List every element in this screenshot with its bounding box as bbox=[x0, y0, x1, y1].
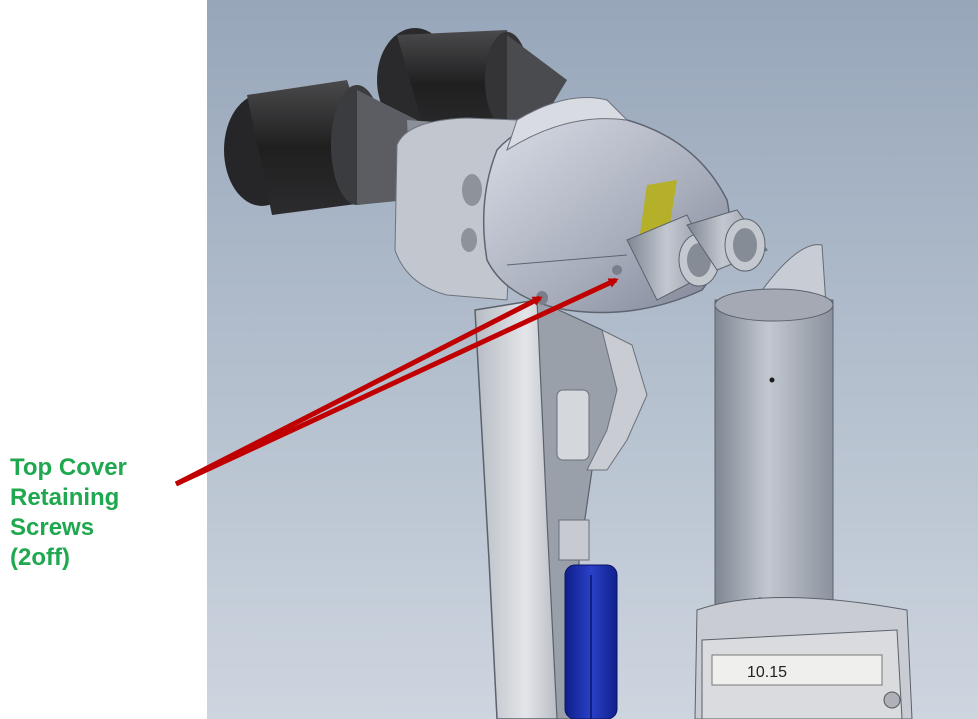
instrument-drawing: 10.15 bbox=[224, 28, 913, 719]
callout-label: Top Cover Retaining Screws (2off) bbox=[10, 453, 200, 573]
battery-cells bbox=[564, 564, 618, 719]
objective-lenses bbox=[626, 209, 768, 301]
callout-line-4: (2off) bbox=[10, 544, 70, 571]
cad-render-panel: 10.15 bbox=[207, 0, 978, 719]
callout-line-1: Top Cover bbox=[10, 454, 127, 481]
support-column bbox=[714, 244, 834, 621]
callout-line-2: Retaining bbox=[10, 484, 120, 511]
scale-reading: 10.15 bbox=[747, 664, 787, 681]
callout-line-3: Screws bbox=[10, 514, 95, 541]
pistol-grip-handle bbox=[474, 299, 648, 719]
scale-base: 10.15 bbox=[694, 597, 913, 719]
